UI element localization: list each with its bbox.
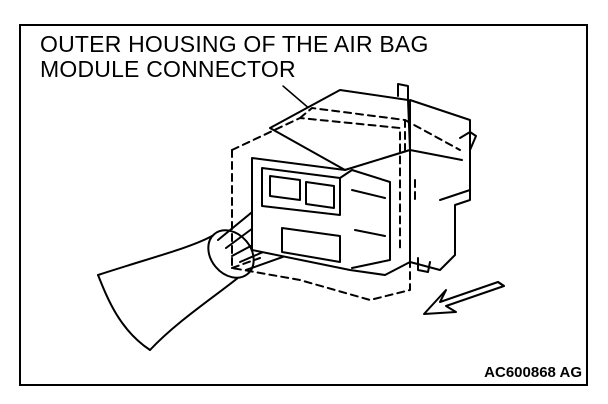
outer-housing-outline: [231, 107, 461, 301]
arrow-down-left-icon: [423, 281, 505, 315]
housing-body: [251, 83, 477, 276]
callout-label: OUTER HOUSING OF THE AIR BAG MODULE CONN…: [40, 32, 429, 82]
figure-code: AC600868 AG: [484, 364, 582, 381]
callout-line-2: MODULE CONNECTOR: [40, 56, 296, 82]
callout-line-1: OUTER HOUSING OF THE AIR BAG: [40, 31, 429, 57]
